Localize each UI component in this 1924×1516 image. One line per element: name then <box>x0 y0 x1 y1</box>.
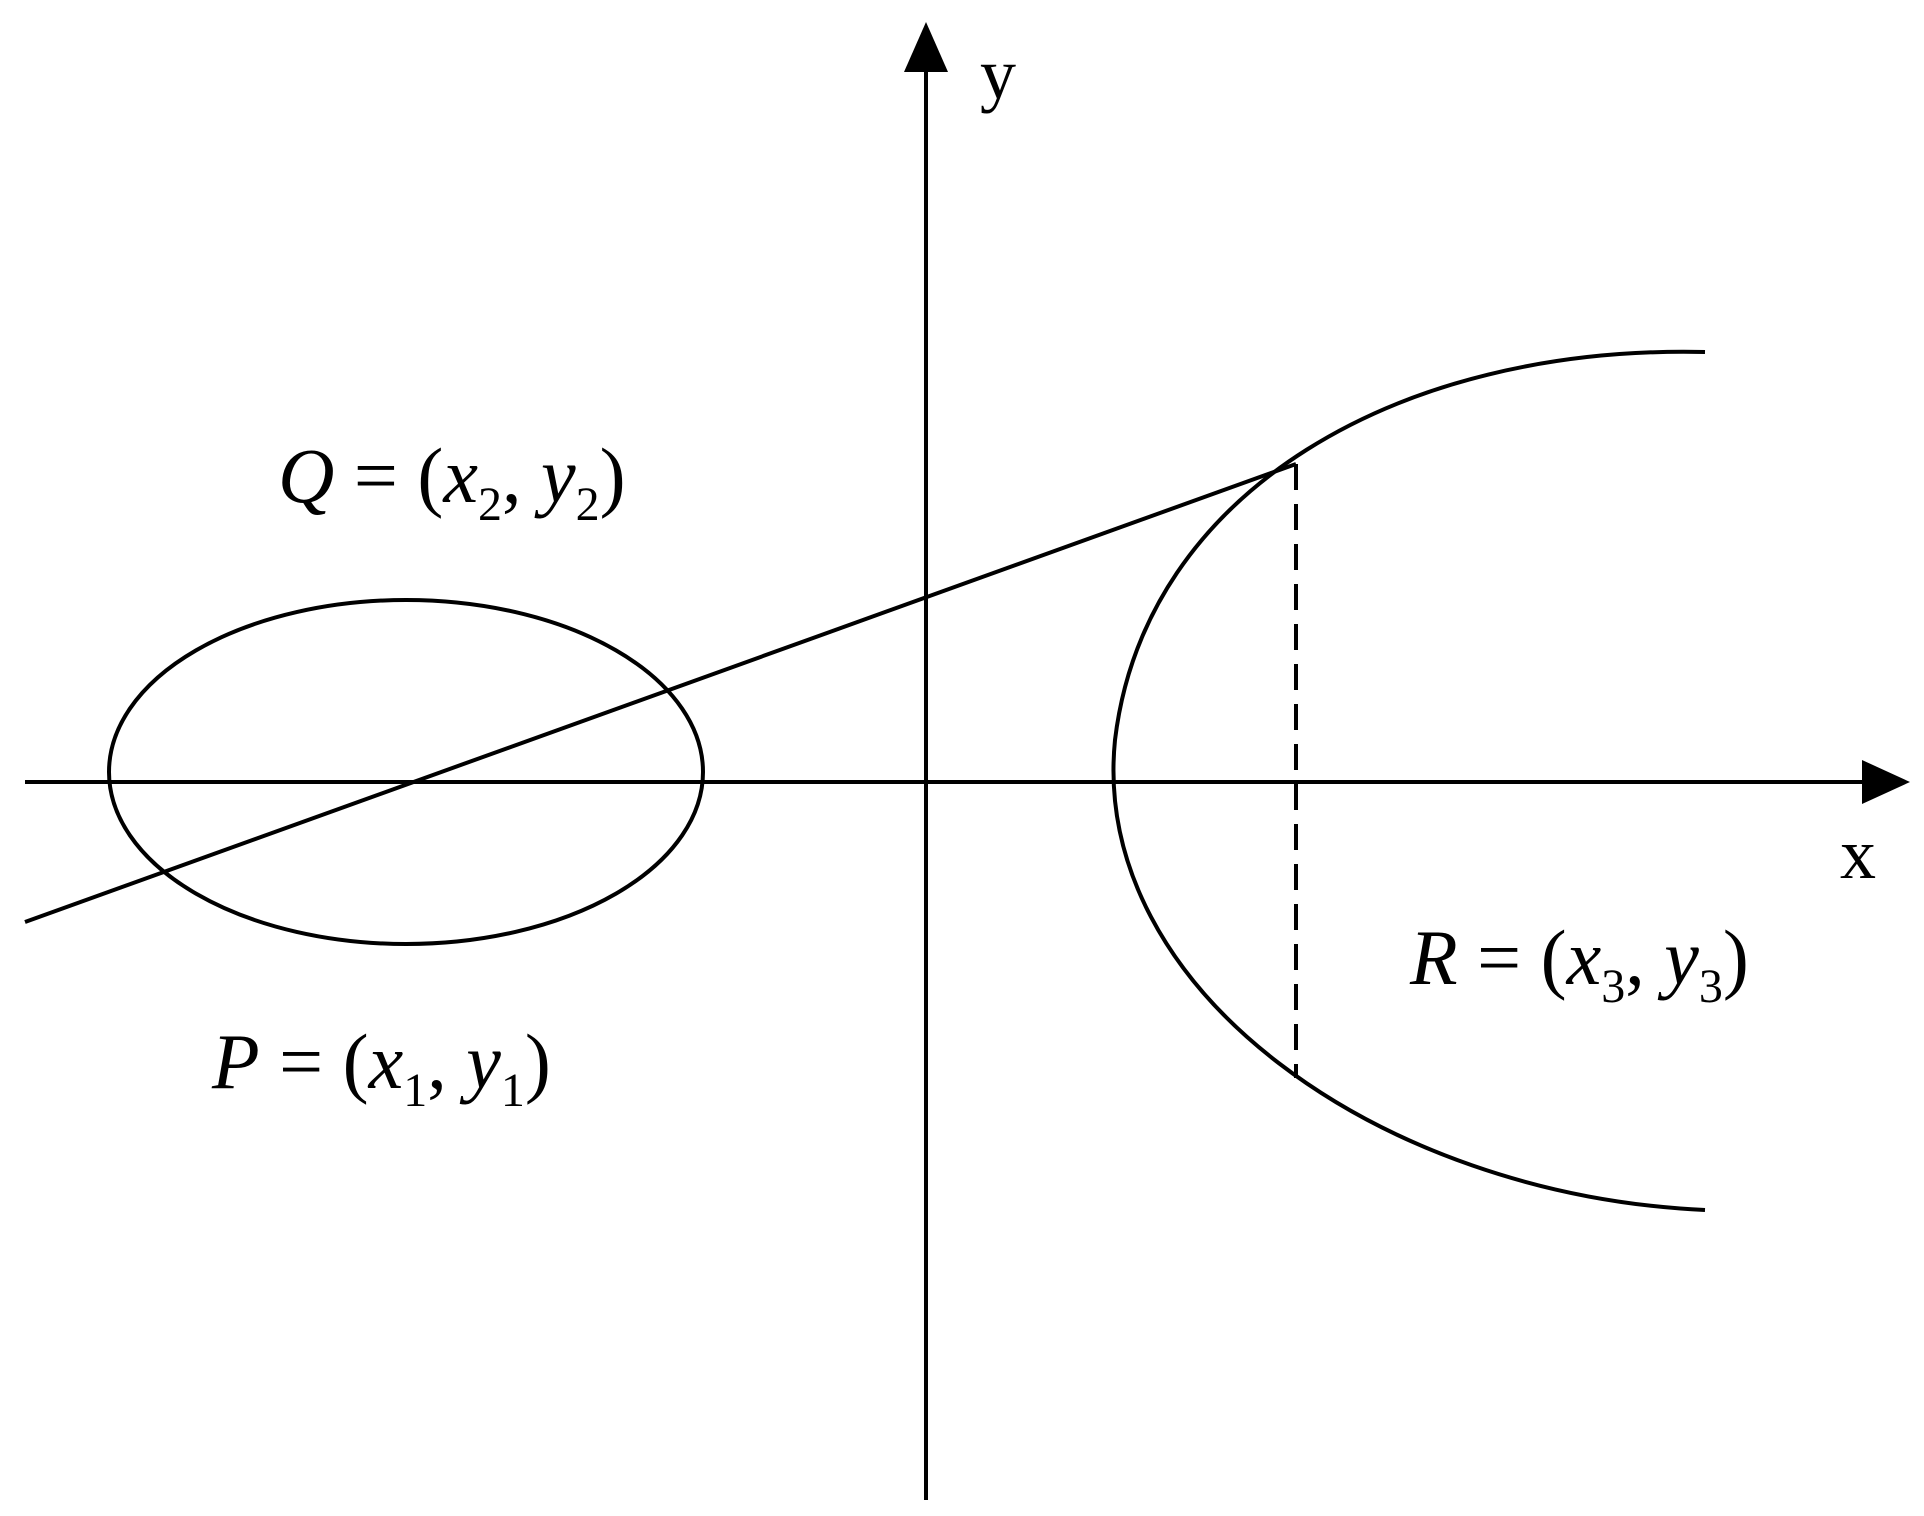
curve-unbounded-component <box>1111 349 1706 1212</box>
point-q-label: Q = (x2, y2) <box>278 432 626 531</box>
x-axis-arrowhead <box>1862 760 1910 804</box>
secant-line <box>24 462 1297 924</box>
y-axis-label: y <box>980 34 1016 114</box>
point-r-label: R = (x3, y3) <box>1409 914 1749 1013</box>
point-p-label: P = (x1, y1) <box>211 1018 551 1117</box>
y-axis-arrowhead <box>904 22 948 72</box>
x-axis-label: x <box>1840 814 1876 894</box>
curve-oval-component <box>107 598 705 946</box>
